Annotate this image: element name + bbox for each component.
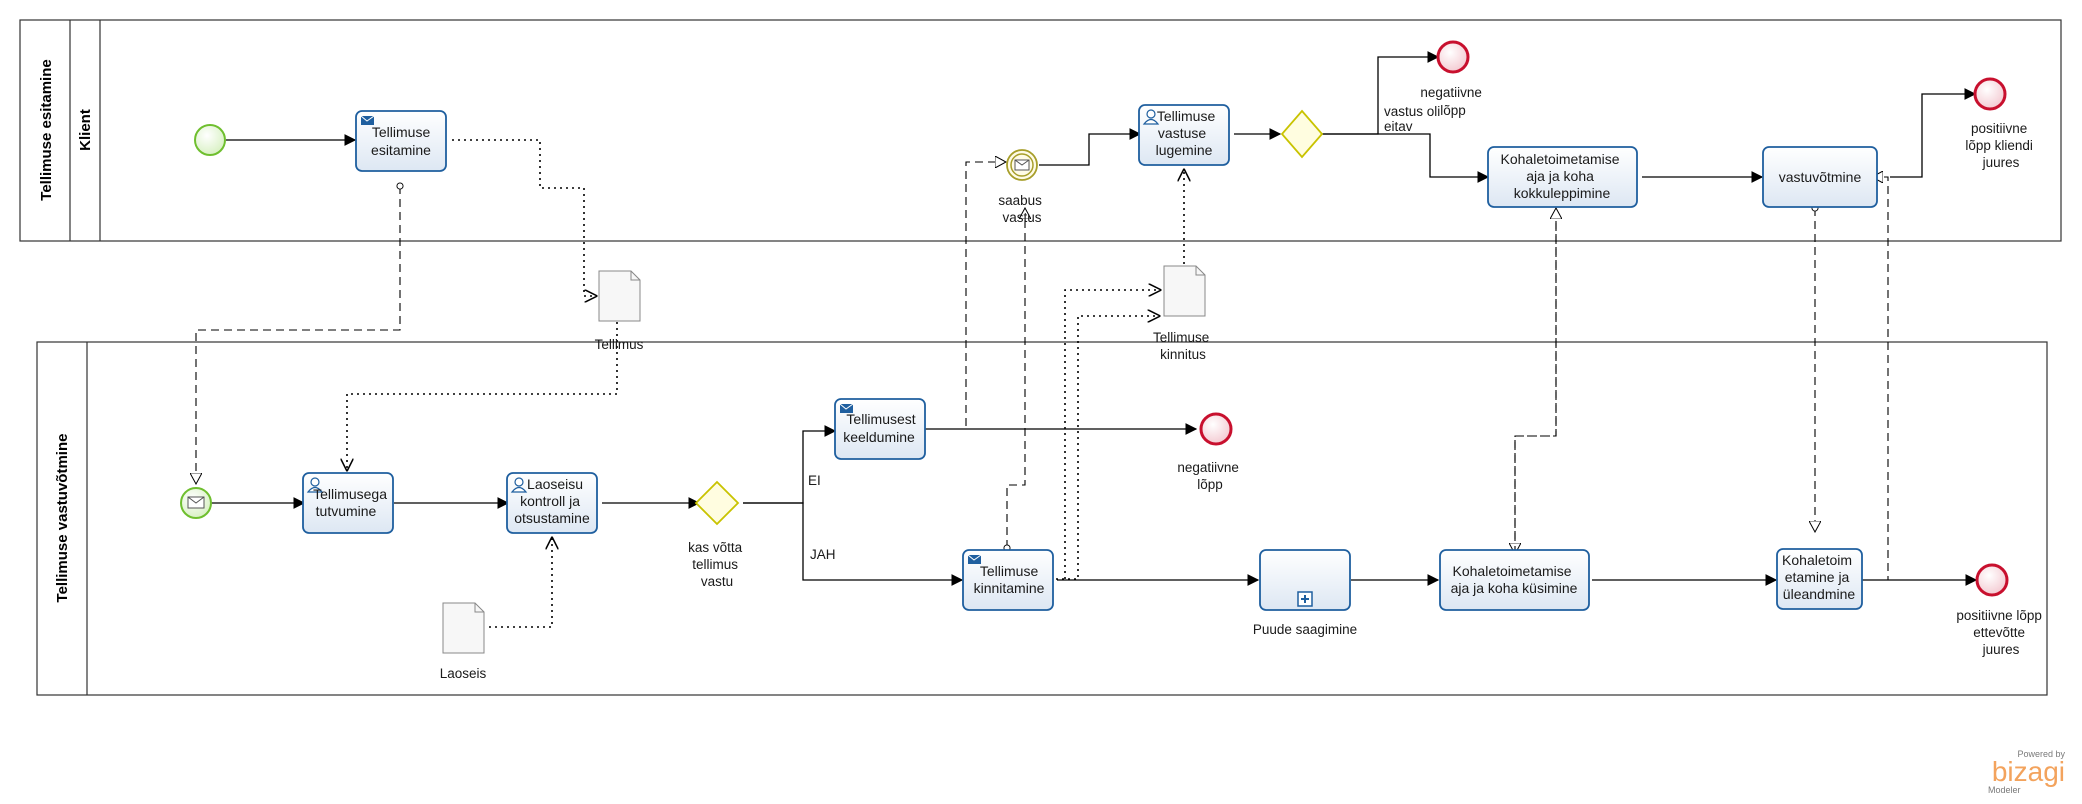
task-label-line: otsustamine: [514, 510, 590, 526]
envelope-icon: [360, 115, 375, 125]
task-label-line: aja ja koha küsimine: [1451, 580, 1578, 596]
label-vastus-oli-eitav: vastus oli eitav: [1384, 104, 1444, 134]
task-label-line: Tellimusest: [846, 411, 915, 427]
task-label-line: üleandmine: [1783, 586, 1856, 602]
task-label-line: Tellimuse: [1157, 108, 1216, 124]
task-label-line: lugemine: [1156, 142, 1213, 158]
task-label-line: Kohaletoimetamise: [1501, 151, 1620, 167]
svg-text:vastuvõtmine: vastuvõtmine: [1779, 169, 1862, 185]
label-negatiivne-lopp-bottom: negatiivne lõpp: [1177, 460, 1242, 492]
powered-by-text: Powered by: [2017, 749, 2065, 759]
pool-title-bottom: Tellimuse vastuvõtmine: [54, 434, 71, 603]
task-tellimusega-tutvumine[interactable]: Tellimusega tutvumine: [302, 472, 394, 534]
svg-text:Kohaletoimetamise aja ja: Kohaletoimetamise aja ja koha kokkuleppi…: [1501, 151, 1624, 201]
svg-text:Kohaletoim etamine ja: Kohaletoim etamine ja üleandmine: [1782, 552, 1856, 602]
task-label-line: vastuse: [1158, 125, 1206, 141]
task-kokkuleppimine[interactable]: Kohaletoimetamise aja ja koha kokkuleppi…: [1487, 146, 1638, 208]
data-object-tellimuse-kinnitus[interactable]: [1163, 265, 1206, 317]
intermediate-message-event-saabus-vastus[interactable]: [1006, 149, 1038, 181]
label-positiivne-lopp-kliendi: positiivne lõpp kliendi juures: [1965, 121, 2036, 170]
task-label-line: Laoseisu: [527, 476, 583, 492]
end-event-positiivne-kliendi[interactable]: [1973, 77, 2007, 111]
gateway-kas-votta[interactable]: [694, 480, 740, 526]
sequence-flows: [210, 51, 1978, 586]
svg-text:Tellimuse vastuse: Tellimuse vastuse lugemine: [1156, 108, 1220, 158]
task-label-line: etamine ja: [1785, 569, 1850, 585]
end-event-negatiivne-top[interactable]: [1436, 40, 1470, 74]
label-negatiivne-lopp-top: negatiivne lõpp: [1420, 85, 1485, 118]
svg-text:Tellimuse esitamine: Tellimuse esitamine: [371, 124, 434, 158]
task-label-line: aja ja koha: [1526, 168, 1594, 184]
task-laoseisu-kontroll[interactable]: Laoseisu kontroll ja otsustamine: [506, 472, 598, 534]
bizagi-brand-text: bizagi: [1992, 756, 2065, 787]
data-object-laoseis[interactable]: [442, 602, 485, 654]
task-label-line: Tellimuse: [980, 563, 1039, 579]
task-label-line: tutvumine: [316, 503, 377, 519]
task-label-line: keeldumine: [843, 429, 915, 445]
task-label-line: Kohaletoimetamise: [1453, 563, 1572, 579]
task-label-line: vastuvõtmine: [1779, 169, 1862, 185]
task-tellimuse-esitamine[interactable]: Tellimuse esitamine: [355, 110, 447, 172]
label-jah: JAH: [810, 547, 836, 562]
task-label-line: Tellimusega: [313, 486, 387, 502]
task-label-line: kinnitamine: [974, 580, 1045, 596]
start-event-top[interactable]: [194, 124, 226, 156]
lane-title-klient: Klient: [77, 109, 94, 151]
task-tellimuse-vastuse-lugemine[interactable]: Tellimuse vastuse lugemine: [1138, 104, 1230, 166]
pool-title-top: Tellimuse esitamine: [38, 59, 55, 200]
modeler-text: Modeler: [1988, 785, 2021, 795]
task-label-line: esitamine: [371, 142, 431, 158]
gateway-vastus[interactable]: [1280, 109, 1324, 159]
user-icon: [510, 477, 528, 493]
svg-text:Laoseisu kontroll ja: Laoseisu kontroll ja otsustamine: [514, 476, 590, 526]
envelope-icon: [839, 403, 854, 413]
label-positiivne-lopp-ettevotte: positiivne lõpp ettevõtte juures: [1956, 608, 2045, 657]
subprocess-puude-saagimine[interactable]: [1259, 549, 1351, 611]
label-kas-votta: kas võtta tellimus vastu: [688, 540, 746, 589]
task-vastuvotmine[interactable]: vastuvõtmine: [1762, 146, 1878, 208]
label-ei: EI: [808, 473, 821, 488]
label-tellimus-doc: Tellimus: [595, 337, 644, 352]
start-message-event-bottom[interactable]: [180, 487, 212, 519]
task-tellimusest-keeldumine[interactable]: Tellimusest keeldumine: [834, 398, 926, 460]
user-icon: [306, 477, 324, 493]
task-label-line: Tellimuse: [372, 124, 431, 140]
svg-text:Tellimuse kinnitamine: Tellimuse kinnitamine: [974, 563, 1045, 596]
task-label-line: kontroll ja: [520, 493, 580, 509]
task-kusimine[interactable]: Kohaletoimetamise aja ja koha küsimine: [1439, 549, 1590, 611]
user-icon: [1142, 109, 1160, 125]
envelope-icon: [1014, 159, 1030, 171]
svg-text:Tellimusest keeldumine: Tellimusest keeldumine: [843, 411, 919, 445]
envelope-icon: [967, 554, 982, 564]
task-label-line: Kohaletoim: [1782, 552, 1852, 568]
label-saabus-vastus: saabus vastus: [998, 193, 1045, 225]
label-laoseis-doc: Laoseis: [440, 666, 487, 681]
label-puude-saagimine: Puude saagimine: [1253, 622, 1357, 637]
expand-icon: [1297, 591, 1313, 607]
task-label-line: kokkuleppimine: [1514, 185, 1611, 201]
end-event-negatiivne-bottom[interactable]: [1199, 412, 1233, 446]
task-tellimuse-kinnitamine[interactable]: Tellimuse kinnitamine: [962, 549, 1054, 611]
svg-text:Tellimusega tutvumine: Tellimusega tutvumine: [313, 486, 391, 519]
bizagi-logo: Powered by bizagi Modeler: [1988, 749, 2065, 795]
envelope-icon: [187, 496, 205, 509]
end-event-positiivne-ettevotte[interactable]: [1975, 563, 2009, 597]
task-uleandmine[interactable]: Kohaletoim etamine ja üleandmine: [1776, 548, 1863, 610]
message-flows: [196, 162, 1889, 581]
svg-text:Kohaletoimetamise aja ja: Kohaletoimetamise aja ja koha küsimine: [1451, 563, 1578, 596]
label-tellimuse-kinnitus-doc: Tellimuse kinnitus: [1153, 330, 1213, 362]
data-associations: [347, 139, 1184, 628]
data-object-tellimus[interactable]: [598, 270, 641, 322]
